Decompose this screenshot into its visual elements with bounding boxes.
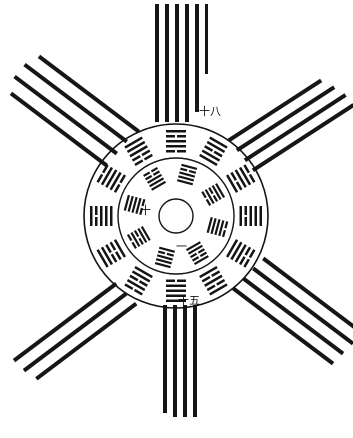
mark-top: 十八 xyxy=(199,104,221,118)
text-column-upper-left xyxy=(10,55,140,167)
middle-ring xyxy=(118,158,234,274)
outer-hexagram-ring xyxy=(90,130,262,302)
inner-ring xyxy=(159,199,193,233)
text-column-lower-right xyxy=(232,257,353,365)
text-column-lower-left xyxy=(13,282,138,380)
inner-mark-b: 一 xyxy=(176,240,187,253)
radial-text-columns xyxy=(10,4,353,417)
text-column-bottom xyxy=(163,305,197,417)
mark-bottom: 十五 xyxy=(178,293,200,307)
inner-mark-a: 十 xyxy=(140,203,151,217)
